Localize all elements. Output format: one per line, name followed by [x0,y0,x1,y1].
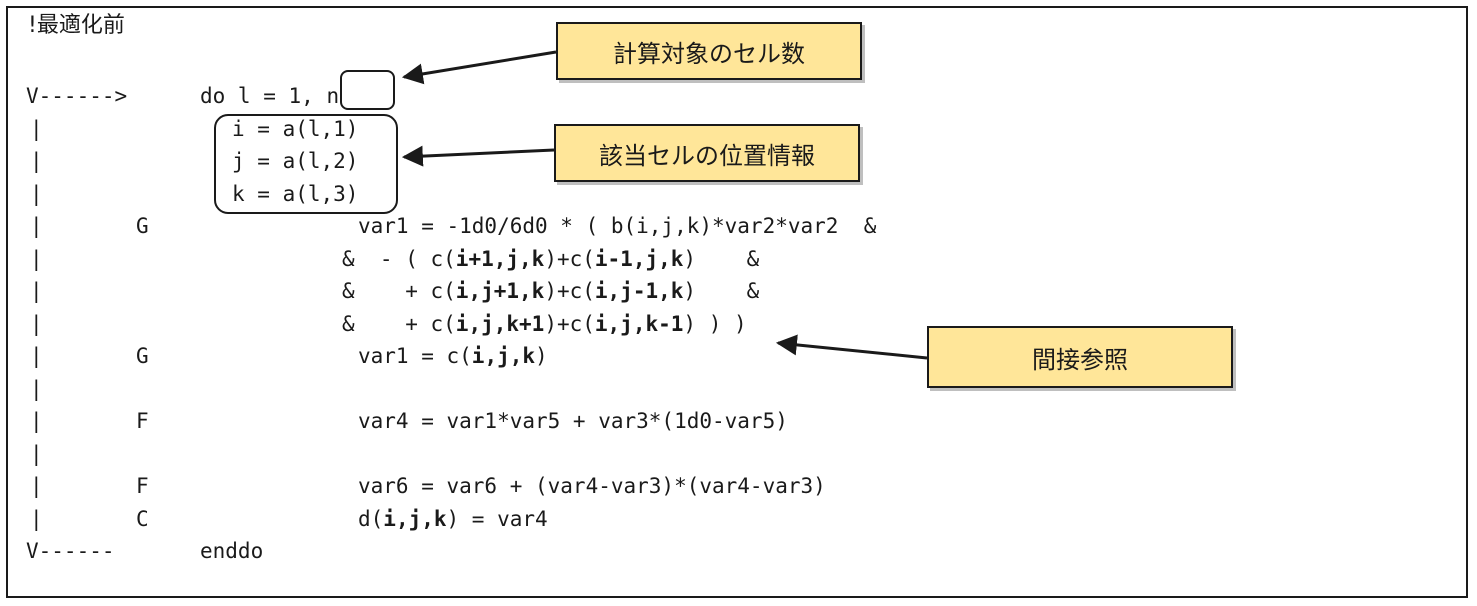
code-statement: var1 = c(i,j,k) [358,340,548,372]
arrow-to-n [401,50,557,85]
code-text: ) [535,344,548,368]
optimization-flag: G [136,344,149,368]
index-expression: i,j,k [471,344,536,368]
optimization-flag: G [136,214,149,238]
loop-marker: | [30,279,43,303]
code-statement: d(i,j,k) = var4 [358,503,548,535]
optimization-flag: F [136,409,149,433]
code-text: enddo [200,539,264,563]
arrow-to-indirect [775,334,928,360]
code-text: var1 = -1d0/6d0 * ( b(i,j,k)*var2*var2 & [358,214,877,238]
loop-marker: | [30,376,43,401]
loop-marker: | [30,149,43,173]
loop-marker: | [30,344,43,368]
n-highlight-box [340,70,395,110]
code-text: k = a(l,3) [232,181,359,206]
code-text: d( [358,506,384,531]
code-statement: do l = 1, n [200,80,339,112]
loop-marker: | [30,246,43,271]
code-text: i = a(l,1) [232,116,359,141]
code-statement: & + c(i,j+1,k)+c(i,j-1,k) & [342,275,759,307]
code-statement: var1 = -1d0/6d0 * ( b(i,j,k)*var2*var2 & [358,210,876,242]
ijk-highlight-box [214,114,398,214]
loop-marker: | [30,311,43,336]
index-expression: i,j,k-1 [594,311,684,336]
code-text: & - ( c( [342,246,456,271]
callout-cell-count: 計算対象のセル数 [556,22,862,80]
code-text: ) & [683,279,760,303]
loop-marker: V------ [26,539,115,563]
index-expression: i,j,k [383,506,447,531]
index-expression: i,j+1,k [455,279,545,303]
code-text: n [326,84,340,108]
callout-cell-position: 該当セルの位置情報 [554,124,860,182]
code-text: & + c( [342,279,456,303]
index-expression: i,j,k+1 [455,311,545,336]
loop-marker: V------> [26,84,128,108]
code-text: j = a(l,2) [232,149,359,173]
code-title: !最適化前 [28,13,125,38]
loop-marker: | [30,181,43,206]
code-statement: i = a(l,1) [232,113,358,145]
code-statement: & - ( c(i+1,j,k)+c(i-1,j,k) & [342,243,759,275]
code-text: ) = var4 [446,506,548,531]
code-statement: & + c(i,j,k+1)+c(i,j,k-1) ) ) [342,308,747,340]
loop-marker: | [30,214,43,238]
index-expression: i-1,j,k [594,246,684,271]
code-statement: var4 = var1*var5 + var3*(1d0-var5) [358,405,788,437]
code-text: ) & [683,246,760,271]
arrow-to-ijk [401,145,555,167]
loop-marker: | [30,409,43,433]
code-text: ) ) ) [683,311,747,336]
code-statement: var6 = var6 + (var4-var3)*(var4-var3) [358,470,826,502]
diagram-frame [6,6,1468,598]
code-statement: enddo [200,535,263,567]
code-statement: k = a(l,3) [232,178,358,210]
code-text: do l = 1, [200,84,327,108]
code-text: )+c( [544,279,595,303]
loop-marker: | [30,474,43,498]
callout-indirect-reference: 間接参照 [927,326,1233,388]
optimization-flag: F [136,474,149,498]
loop-marker: | [30,506,43,531]
code-text: var4 = var1*var5 + var3*(1d0-var5) [358,409,788,433]
code-text: var1 = c( [358,344,472,368]
code-text: & + c( [342,311,456,336]
code-text: )+c( [544,246,595,271]
code-text: var6 = var6 + (var4-var3)*(var4-var3) [358,474,826,498]
code-statement: j = a(l,2) [232,145,358,177]
loop-marker: | [30,116,43,141]
index-expression: i,j-1,k [594,279,684,303]
loop-marker: | [30,441,43,466]
optimization-flag: C [136,506,149,531]
code-text: )+c( [544,311,595,336]
index-expression: i+1,j,k [455,246,545,271]
